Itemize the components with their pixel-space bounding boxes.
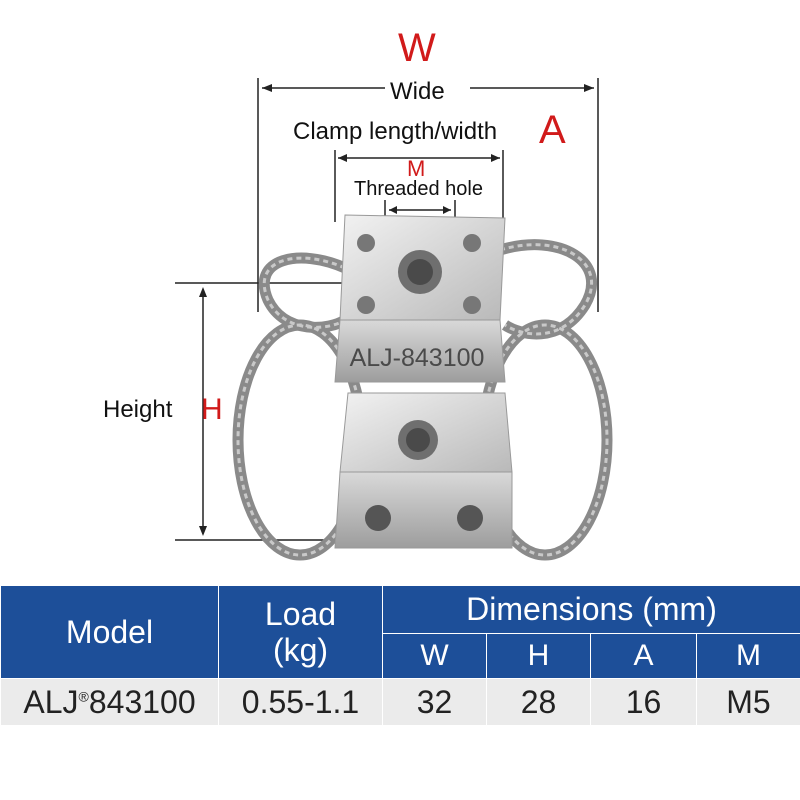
table-row: ALJ®843100 0.55-1.1 32 28 16 M5 [0, 678, 800, 726]
thread-letter: M [407, 156, 426, 181]
top-clamp-block [334, 214, 506, 383]
wide-label: Wide [390, 78, 445, 105]
header-load-line1: Load [264, 596, 337, 632]
header-h: H [486, 633, 591, 679]
header-m: M [696, 633, 800, 679]
spec-table: Model Load (kg) Dimensions (mm) W H A M … [0, 585, 800, 726]
header-model: Model [0, 585, 219, 679]
header-a: A [590, 633, 697, 679]
clamp-letter: A [539, 108, 566, 152]
product-diagram: W Wide Clamp length/width A M Threaded h… [103, 26, 613, 561]
clamp-length-label: Clamp length/width [293, 118, 498, 145]
registered-mark: ® [78, 687, 89, 704]
engraved-model-text: ALJ-843100 [350, 344, 485, 372]
header-load: Load (kg) [218, 585, 383, 679]
engraving-layer: ALJ-843100 [350, 344, 485, 372]
header-w: W [382, 633, 487, 679]
height-label: Height [103, 396, 173, 423]
bottom-clamp-block [334, 392, 513, 549]
threaded-hole-label: Threaded hole [354, 178, 483, 200]
cell-w: 32 [382, 678, 487, 726]
header-dimensions: Dimensions (mm) [382, 585, 800, 634]
header-load-line2: (kg) [272, 632, 329, 668]
cell-h: 28 [486, 678, 591, 726]
cell-a: 16 [590, 678, 697, 726]
model-number: 843100 [88, 683, 196, 720]
model-prefix: ALJ [23, 683, 79, 720]
cell-model: ALJ®843100 [0, 678, 219, 726]
cell-load: 0.55-1.1 [218, 678, 383, 726]
width-letter: W [398, 26, 436, 70]
wire-rope-isolator-illustration [175, 78, 613, 561]
height-letter: H [201, 393, 223, 426]
arrow-heads [199, 84, 594, 536]
cell-m: M5 [696, 678, 800, 726]
